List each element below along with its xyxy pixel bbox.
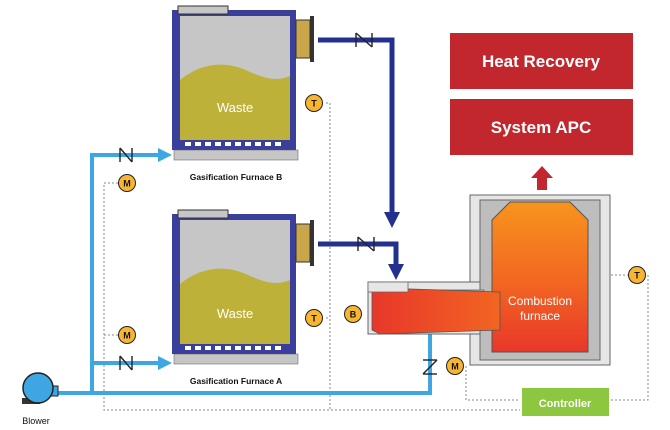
waste-label-a: Waste — [217, 306, 253, 321]
combustion-label-line1: Combustion — [508, 294, 572, 308]
blower-icon — [22, 372, 59, 404]
combustion-furnace — [367, 194, 611, 366]
valve-icon-a-air — [119, 355, 133, 371]
sensor-m-combustion — [446, 357, 464, 375]
system-apc-box — [450, 99, 633, 155]
sensor-m-air-b-label: M — [123, 179, 131, 189]
gas-arrowheads — [384, 212, 404, 280]
sensor-m-combustion-label: M — [451, 362, 459, 372]
sensor-b-burner-label: B — [350, 310, 357, 320]
gasification-furnace-a — [172, 209, 314, 365]
system-apc-label: System APC — [491, 118, 591, 137]
sensor-t-furnace-a-label: T — [311, 314, 317, 324]
gas-lines — [318, 37, 399, 265]
blower-label: Blower — [22, 416, 50, 426]
exhaust-arrow — [531, 166, 553, 190]
valve-icon-b-air — [119, 147, 133, 163]
sensor-b-burner — [344, 305, 362, 323]
valve-icon-b-gas — [355, 32, 373, 48]
furnace-a-label: Gasification Furnace A — [190, 376, 282, 386]
sensor-t-combustion-label: T — [634, 271, 640, 281]
heat-recovery-box — [450, 33, 633, 89]
valve-icons — [119, 32, 438, 375]
sensor-m-air-b — [118, 174, 136, 192]
heat-recovery-label: Heat Recovery — [482, 52, 601, 71]
gasification-furnace-b — [172, 5, 314, 161]
sensor-t-combustion — [628, 266, 646, 284]
sensor-t-furnace-a — [305, 309, 323, 327]
sensor-icons — [118, 94, 646, 375]
sensor-t-furnace-b-label: T — [311, 99, 317, 109]
valve-icon-combustion-air — [422, 359, 438, 375]
furnace-b-label: Gasification Furnace B — [190, 172, 283, 182]
controller-label: Controller — [539, 398, 592, 410]
sensor-m-air-a — [118, 326, 136, 344]
controller-box — [522, 388, 609, 416]
waste-label-b: Waste — [217, 100, 253, 115]
combustion-label-line2: furnace — [520, 309, 560, 323]
valve-icon-a-gas — [357, 236, 375, 252]
sensor-t-furnace-b — [305, 94, 323, 112]
signal-lines — [103, 102, 649, 411]
sensor-m-air-a-label: M — [123, 331, 131, 341]
